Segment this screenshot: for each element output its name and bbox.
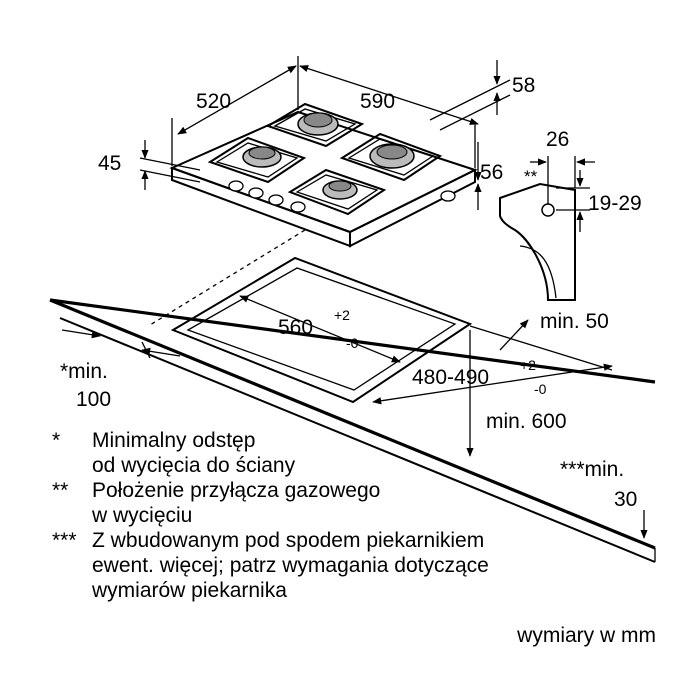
gas-connection-detail xyxy=(499,156,595,301)
dim-below-min-label: ***min. xyxy=(560,458,624,481)
legend-text: Minimalny odstęp od wycięcia do ściany xyxy=(92,429,296,477)
dim-conn-width: 26 xyxy=(546,128,569,151)
dim-wall-min-value: 100 xyxy=(76,388,111,411)
dimension-lines xyxy=(61,56,648,539)
cutout xyxy=(170,256,473,404)
dim-cutout-width-tol-minus: -0 xyxy=(346,335,359,351)
projection-line xyxy=(149,229,306,326)
legend-mark: * xyxy=(52,429,61,452)
dim-cutout-depth-tol-minus: -0 xyxy=(534,381,547,397)
dim-side-offset: 56 xyxy=(480,161,503,184)
legend-item: * Minimalny odstęp od wycięcia do ściany xyxy=(52,428,672,478)
legend-item: *** Z wbudowanym pod spodem piekarnikiem… xyxy=(52,528,672,603)
dim-width: 590 xyxy=(360,90,395,113)
cooktop xyxy=(169,102,478,248)
dim-cutout-depth: 480-490 xyxy=(412,366,489,389)
legend-mark: ** xyxy=(52,479,69,502)
dim-front-min: min. 600 xyxy=(486,410,567,433)
dim-cutout-depth-tol-plus: +2 xyxy=(520,357,536,373)
legend: * Minimalny odstęp od wycięcia do ściany… xyxy=(52,428,672,603)
dim-depth: 520 xyxy=(196,90,231,113)
control-knobs xyxy=(228,180,456,213)
units-note: wymiary w mm xyxy=(517,624,656,647)
dim-wall-min-label: *min. xyxy=(60,360,108,383)
dim-conn-marker: ** xyxy=(524,167,538,186)
dim-rear-min: min. 50 xyxy=(540,310,609,333)
dim-height: 45 xyxy=(98,152,121,175)
legend-text: Położenie przyłącza gazowego w wycięciu xyxy=(92,479,381,527)
dim-cutout-width-value: 560 xyxy=(278,316,313,339)
legend-mark: *** xyxy=(52,529,77,552)
dim-cutout-width: 560 xyxy=(278,316,313,339)
dim-top-offset: 58 xyxy=(512,74,535,97)
legend-item: ** Położenie przyłącza gazowego w wycięc… xyxy=(52,478,672,528)
dim-conn-height: 19-29 xyxy=(588,192,642,215)
dim-below-min-value: 30 xyxy=(614,488,637,511)
dim-cutout-width-tol-plus: +2 xyxy=(334,307,350,323)
legend-text: Z wbudowanym pod spodem piekarnikiem ewe… xyxy=(92,529,489,602)
